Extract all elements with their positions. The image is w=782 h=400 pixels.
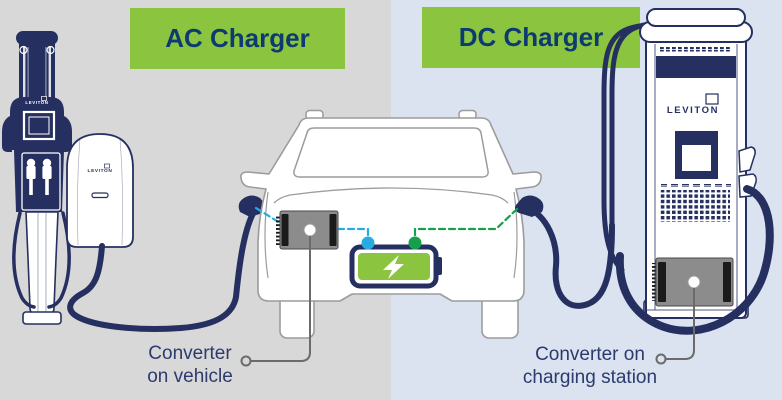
caption-converter-on-station: Converter on charging station: [495, 343, 685, 389]
ac-charger-header: AC Charger: [130, 8, 345, 69]
ac-charger-label: AC Charger: [165, 23, 310, 53]
caption-converter-on-vehicle: Converter on vehicle: [100, 342, 280, 388]
caption-line: on vehicle: [147, 366, 233, 387]
dc-charger-label: DC Charger: [458, 22, 604, 52]
caption-line: Converter: [148, 343, 232, 364]
dc-charger-header: DC Charger: [422, 7, 640, 68]
caption-line: charging station: [522, 367, 658, 388]
caption-line: Converter on: [535, 344, 645, 365]
